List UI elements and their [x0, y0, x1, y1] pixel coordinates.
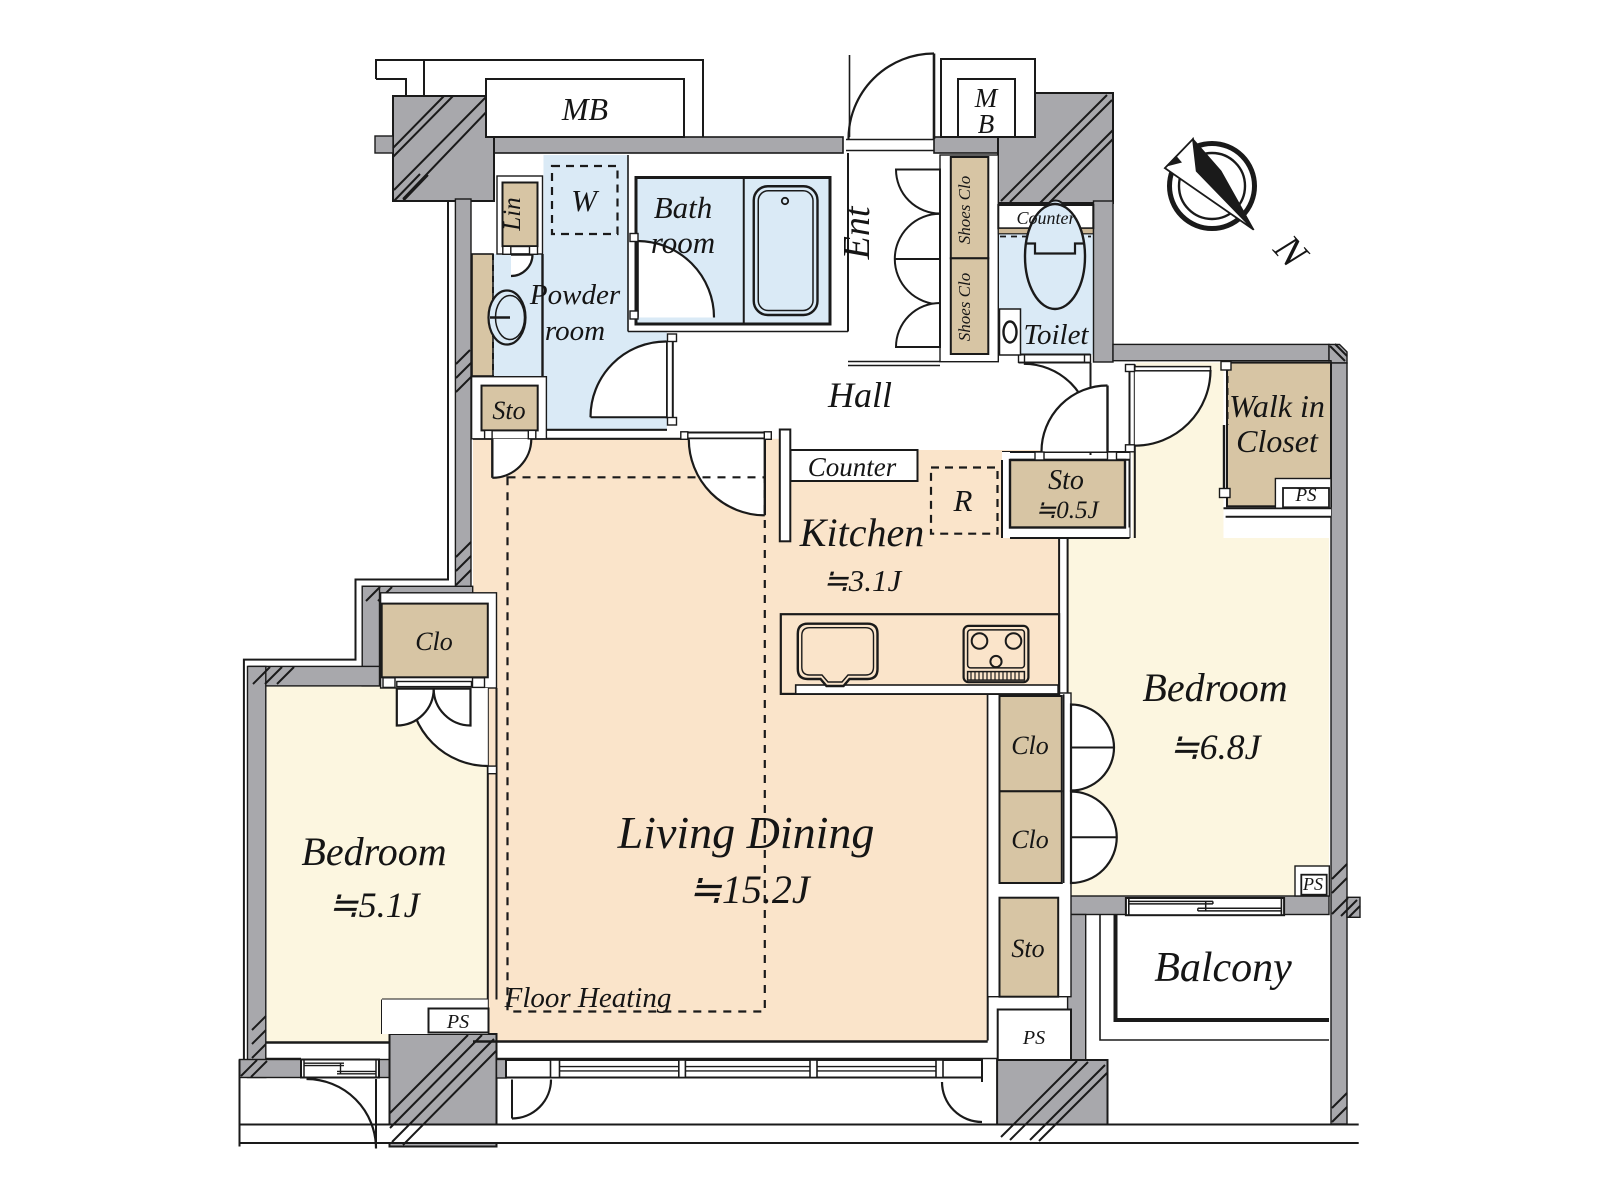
svg-text:Counter: Counter [808, 452, 897, 482]
svg-text:Sto: Sto [1048, 465, 1084, 496]
svg-text:Floor Heating: Floor Heating [504, 982, 672, 1014]
svg-text:Walk in: Walk in [1229, 388, 1325, 424]
svg-text:Sto: Sto [492, 396, 525, 425]
svg-text:PS: PS [446, 1011, 469, 1033]
svg-text:Bath: Bath [654, 190, 713, 225]
svg-text:Living Dining: Living Dining [617, 807, 875, 858]
svg-text:PS: PS [1294, 485, 1317, 506]
svg-text:Bedroom: Bedroom [1142, 665, 1287, 710]
svg-text:Hall: Hall [827, 375, 892, 415]
svg-text:Clo: Clo [415, 627, 453, 656]
svg-text:Bedroom: Bedroom [301, 829, 446, 874]
svg-text:Shoes Clo: Shoes Clo [955, 176, 974, 244]
svg-text:Sto: Sto [1011, 934, 1044, 963]
svg-text:W: W [571, 183, 600, 218]
svg-text:≒6.8J: ≒6.8J [1169, 727, 1262, 767]
svg-text:PS: PS [1022, 1027, 1045, 1049]
svg-text:≒3.1J: ≒3.1J [823, 563, 903, 598]
svg-text:R: R [953, 483, 973, 518]
svg-text:Balcony: Balcony [1154, 945, 1292, 991]
svg-text:B: B [978, 109, 995, 139]
svg-text:≒0.5J: ≒0.5J [1035, 497, 1100, 524]
svg-text:M: M [974, 83, 999, 113]
svg-text:Closet: Closet [1236, 423, 1319, 459]
svg-text:≒5.1J: ≒5.1J [328, 885, 421, 925]
svg-text:Ent: Ent [836, 205, 878, 260]
svg-text:Counter: Counter [1016, 208, 1076, 228]
svg-text:room: room [651, 225, 715, 260]
svg-text:Shoes Clo: Shoes Clo [955, 273, 974, 341]
svg-text:≒15.2J: ≒15.2J [688, 867, 812, 912]
svg-text:MB: MB [561, 91, 608, 127]
svg-text:Clo: Clo [1011, 825, 1049, 854]
svg-text:Clo: Clo [1011, 731, 1049, 760]
svg-text:Lin: Lin [499, 197, 526, 231]
svg-text:room: room [545, 315, 605, 347]
svg-text:Powder: Powder [529, 279, 621, 311]
svg-text:Toilet: Toilet [1023, 319, 1089, 351]
svg-text:PS: PS [1302, 874, 1323, 894]
svg-text:Kitchen: Kitchen [799, 510, 924, 555]
